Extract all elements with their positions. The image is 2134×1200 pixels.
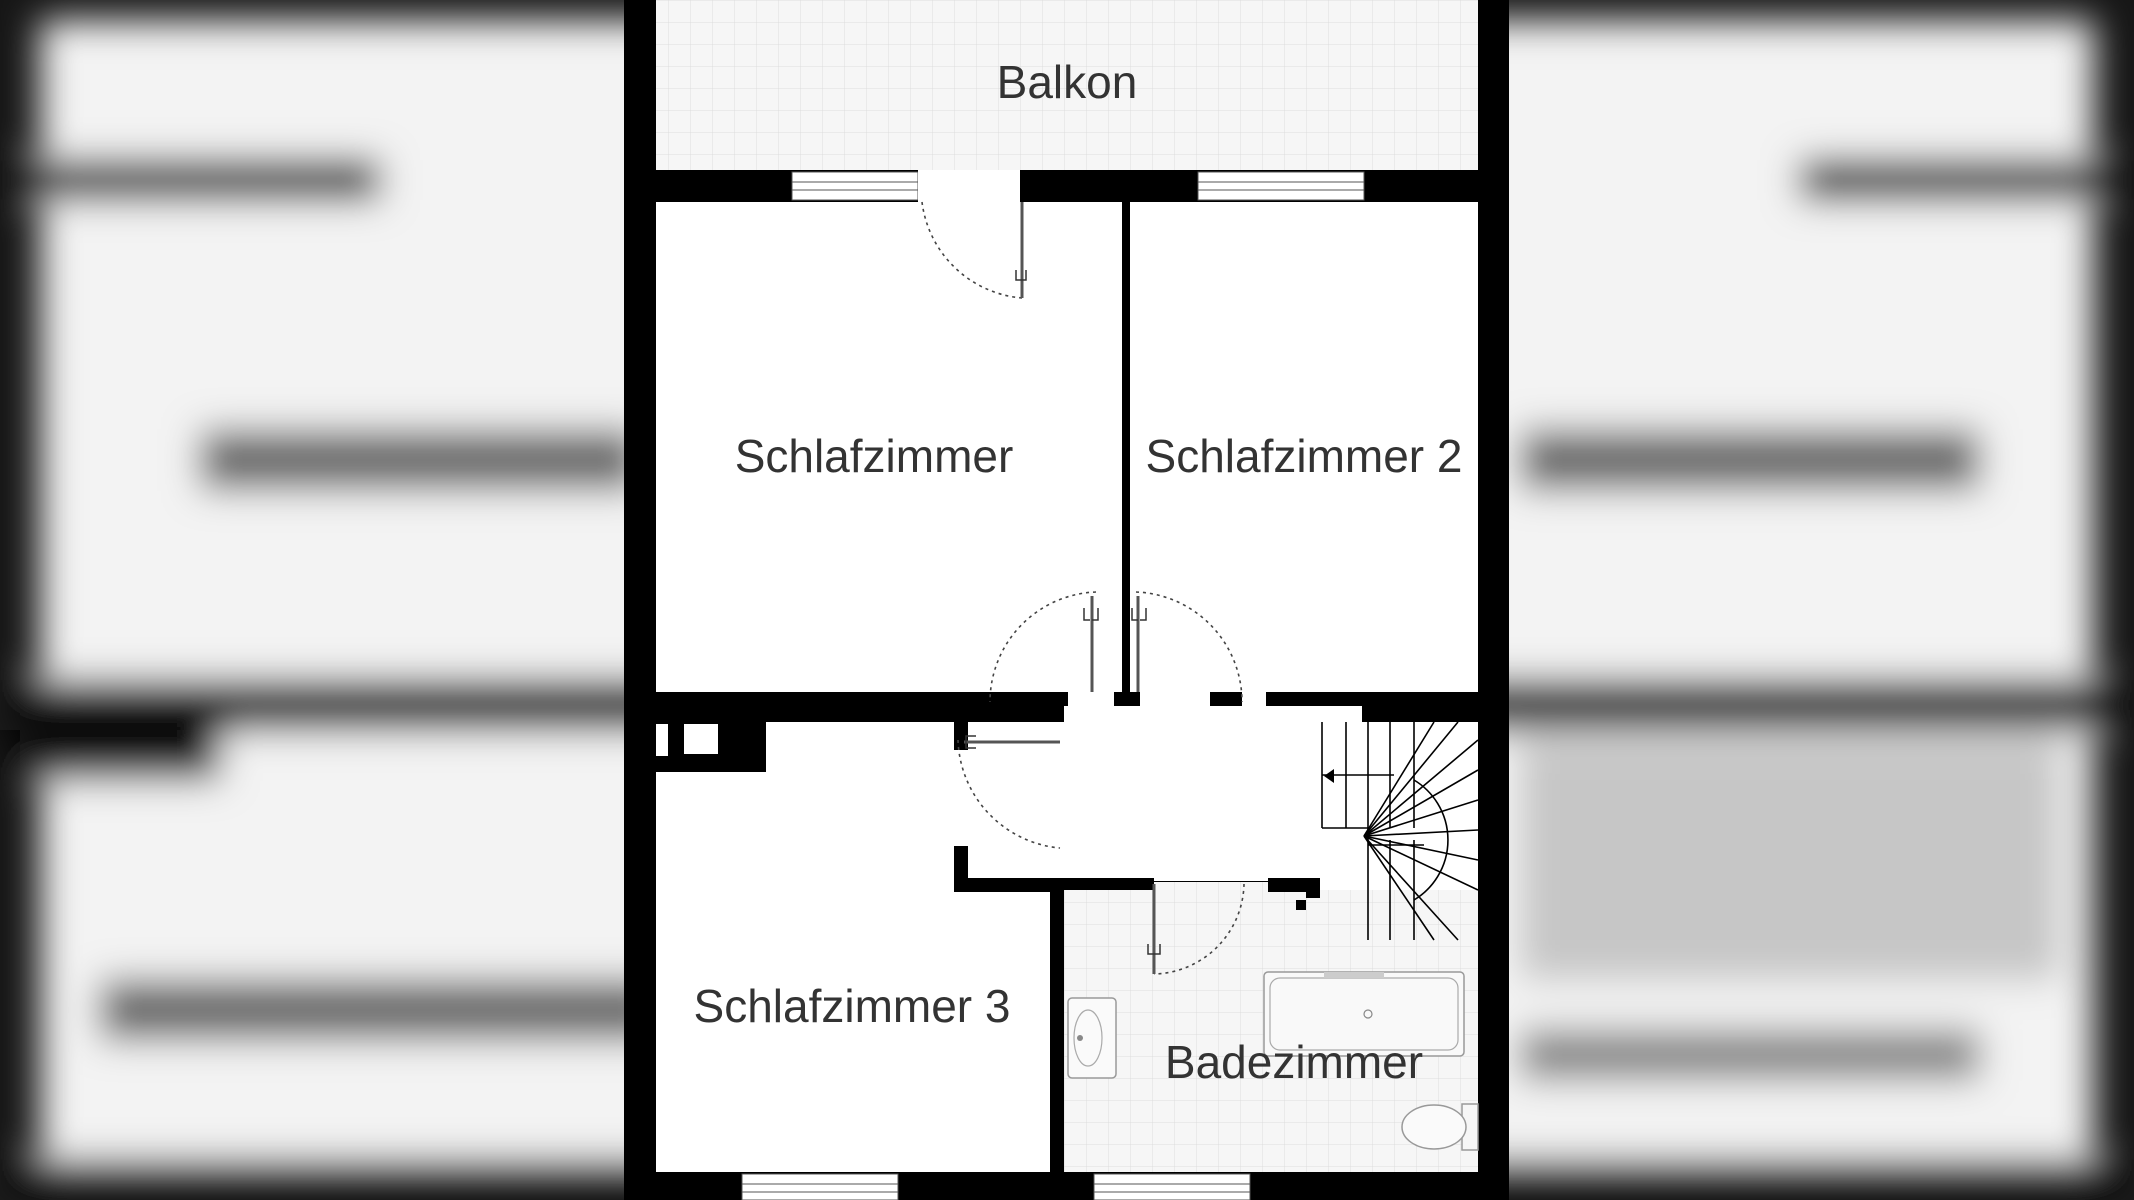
room-label-bedroom-3: Schlafzimmer 3 (694, 980, 1011, 1032)
staircase-icon (1321, 721, 1479, 941)
room-label-bedroom-2: Schlafzimmer 2 (1146, 430, 1463, 482)
bathtub-icon (1263, 971, 1465, 1057)
toilet-icon (1401, 1103, 1479, 1151)
door-swing-icon (921, 201, 1245, 975)
bedroom-2-floor (1130, 202, 1478, 692)
bedroom-1-floor (656, 202, 1122, 692)
hallway-floor (1064, 706, 1362, 881)
room-label-balcony: Balkon (997, 56, 1138, 108)
room-label-bedroom-1: Schlafzimmer (735, 430, 1014, 482)
window-icon (741, 171, 1365, 1200)
balcony-floor (656, 0, 1478, 170)
sink-icon (1067, 997, 1117, 1079)
room-label-bathroom: Badezimmer (1165, 1036, 1423, 1088)
bedroom-3-floor (656, 722, 1076, 1172)
floor-plan: Balkon Schlafzimmer Schlafzimmer 2 Schla… (624, 0, 1509, 1200)
